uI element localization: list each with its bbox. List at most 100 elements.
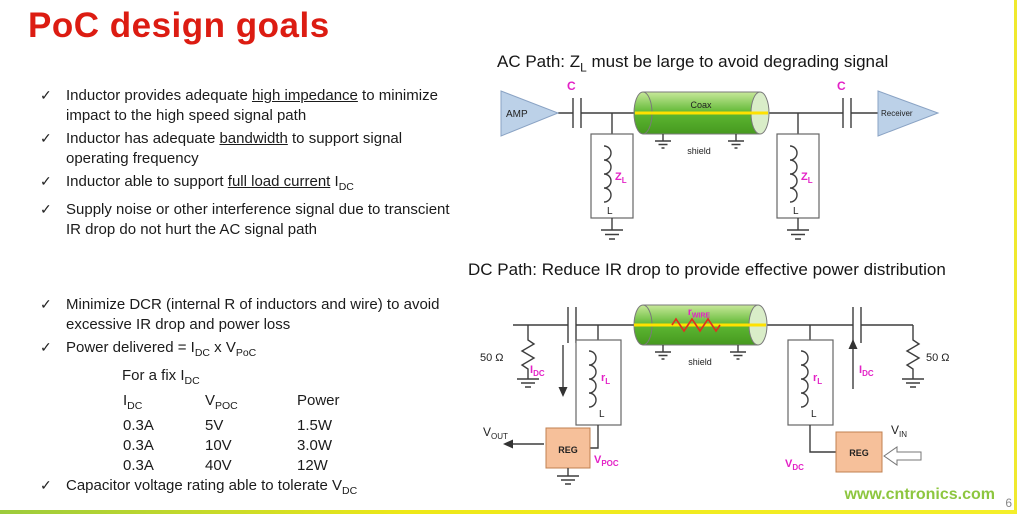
subscript: POC: [215, 400, 238, 412]
reg-label: REG: [849, 448, 869, 458]
page-title: PoC design goals: [28, 6, 330, 45]
ac-goals-list: ✓ Inductor provides adequate high impeda…: [40, 86, 468, 243]
list-item: ✓ Supply noise or other interference sig…: [40, 200, 468, 240]
text-segment: I: [123, 392, 128, 409]
bullet-text: Minimize DCR (internal R of inductors an…: [66, 295, 478, 335]
inductor-label: L: [793, 206, 799, 217]
coax-label: Coax: [690, 100, 712, 110]
bottom-border: [0, 510, 1017, 514]
amp-symbol: AMP: [500, 90, 560, 137]
poc-inductor-left: rL L: [575, 339, 622, 449]
list-item: ✓ Minimize DCR (internal R of inductors …: [40, 295, 478, 335]
vpoc-label: VPOC: [594, 454, 619, 468]
dc-wires: [513, 324, 914, 340]
receiver-label: Receiver: [881, 109, 913, 118]
coupling-cap-right: [852, 307, 862, 343]
text-segment: must be large to avoid degrading signal: [586, 52, 889, 71]
inductor-label: L: [607, 206, 613, 217]
subscript: DC: [184, 375, 200, 387]
receiver-symbol: Receiver: [877, 90, 940, 137]
ac-wires: [558, 112, 878, 134]
vout-arrow: VOUT: [483, 425, 544, 449]
vout-label: VOUT: [483, 425, 508, 441]
text-segment: AC Path: Z: [497, 52, 581, 71]
amp-label: AMP: [506, 109, 528, 120]
page-number: 6: [1005, 496, 1012, 510]
idc-arrow-right: IDC: [848, 339, 874, 389]
text-segment-underlined: full load current: [227, 173, 331, 190]
check-icon: ✓: [40, 477, 52, 493]
ac-path-diagram: AMP C Coax shield C Receiver ZL L: [500, 79, 940, 240]
coupling-cap-left: [567, 307, 577, 343]
check-icon: ✓: [40, 173, 52, 189]
text-segment: to minimize impact to the high speed sig…: [66, 87, 438, 124]
table-cell: 1.5W: [297, 417, 333, 434]
dcr-label: rL: [601, 372, 610, 386]
text-segment: V: [205, 392, 216, 409]
terminator-50ohm-right: 50 Ω: [902, 338, 950, 388]
vin-arrow: VIN: [883, 423, 922, 466]
table-cell: 0.3A: [123, 437, 154, 454]
check-icon: ✓: [40, 296, 52, 312]
table-cell: 3.0W: [297, 437, 333, 454]
current-label: IDC: [530, 364, 545, 378]
regulator-right: REG: [835, 431, 883, 473]
shunt-inductor-right: ZL L: [776, 133, 820, 240]
table-cell: 10V: [205, 437, 232, 454]
list-item: ✓ Inductor provides adequate high impeda…: [40, 86, 468, 126]
bullet-text: Inductor has adequate bandwidth to suppo…: [66, 129, 468, 169]
list-item: ✓ Inductor able to support full load cur…: [40, 172, 468, 197]
text-segment: Inductor able to support: [66, 173, 228, 190]
text-segment: Capacitor voltage rating able to tolerat…: [66, 477, 342, 494]
subscript: L: [580, 60, 587, 75]
regulator-left: REG: [545, 427, 591, 485]
coupling-cap-right: C: [837, 79, 852, 128]
bullet-text: Inductor able to support full load curre…: [66, 172, 354, 197]
col-header-vpoc: VPOC: [205, 391, 297, 416]
right-border: [1014, 0, 1017, 514]
watermark-link[interactable]: www.cntronics.com: [844, 486, 995, 503]
poc-inductor-right: rL L: [787, 339, 836, 453]
bullet-text: Inductor provides adequate high impedanc…: [66, 86, 468, 126]
inductor-label: L: [599, 409, 605, 420]
text-segment: Power delivered = I: [66, 339, 195, 356]
impedance-label: ZL: [615, 171, 627, 185]
fix-idc-line: For a fix IDC: [122, 366, 478, 391]
idc-arrow-left: IDC: [530, 345, 568, 397]
coax-cable: Coax shield: [633, 91, 770, 156]
power-table: IDC VPOC Power 0.3A 5V 1.5W 0.3A 10V 3.0…: [123, 391, 478, 476]
table-cell: 0.3A: [123, 457, 154, 474]
reg-label: REG: [558, 445, 578, 455]
text-segment-underlined: high impedance: [251, 87, 358, 104]
text-segment: Minimize DCR (internal R of inductors an…: [66, 296, 440, 333]
shield-label: shield: [688, 357, 712, 367]
subscript: PoC: [235, 347, 257, 359]
text-segment-underlined: bandwidth: [219, 130, 288, 147]
cap-label: C: [567, 79, 576, 93]
check-icon: ✓: [40, 130, 52, 146]
check-icon: ✓: [40, 201, 52, 217]
text-segment: to support signal operating frequency: [66, 130, 403, 167]
text-segment: For a fix I: [122, 367, 185, 384]
subscript: DC: [127, 400, 143, 412]
bullet-text: Power delivered = IDC x VPoC: [66, 338, 256, 363]
list-item: ✓ Inductor has adequate bandwidth to sup…: [40, 129, 468, 169]
coupling-cap-left: C: [567, 79, 582, 128]
col-header-idc: IDC: [123, 391, 205, 416]
ac-diagram-title: AC Path: ZL must be large to avoid degra…: [497, 52, 888, 74]
current-label: IDC: [859, 364, 874, 378]
subscript: DC: [194, 347, 210, 359]
text-segment: Inductor provides adequate: [66, 87, 252, 104]
list-item: ✓ Power delivered = IDC x VPoC: [40, 338, 478, 363]
vin-label: VIN: [891, 423, 907, 439]
dc-path-diagram: 50 Ω rWIRE shield 50 Ω IDC: [480, 304, 950, 485]
dcr-label: rL: [813, 372, 822, 386]
text-segment: x V: [210, 339, 236, 356]
wire-resistance-label: rWIRE: [688, 307, 711, 320]
cap-label: C: [837, 79, 846, 93]
check-icon: ✓: [40, 339, 52, 355]
coax-cable: rWIRE shield: [633, 304, 768, 367]
vdc-label: VDC: [785, 458, 804, 472]
bullet-text: Supply noise or other interference signa…: [66, 200, 468, 240]
text-segment: I: [330, 173, 339, 190]
